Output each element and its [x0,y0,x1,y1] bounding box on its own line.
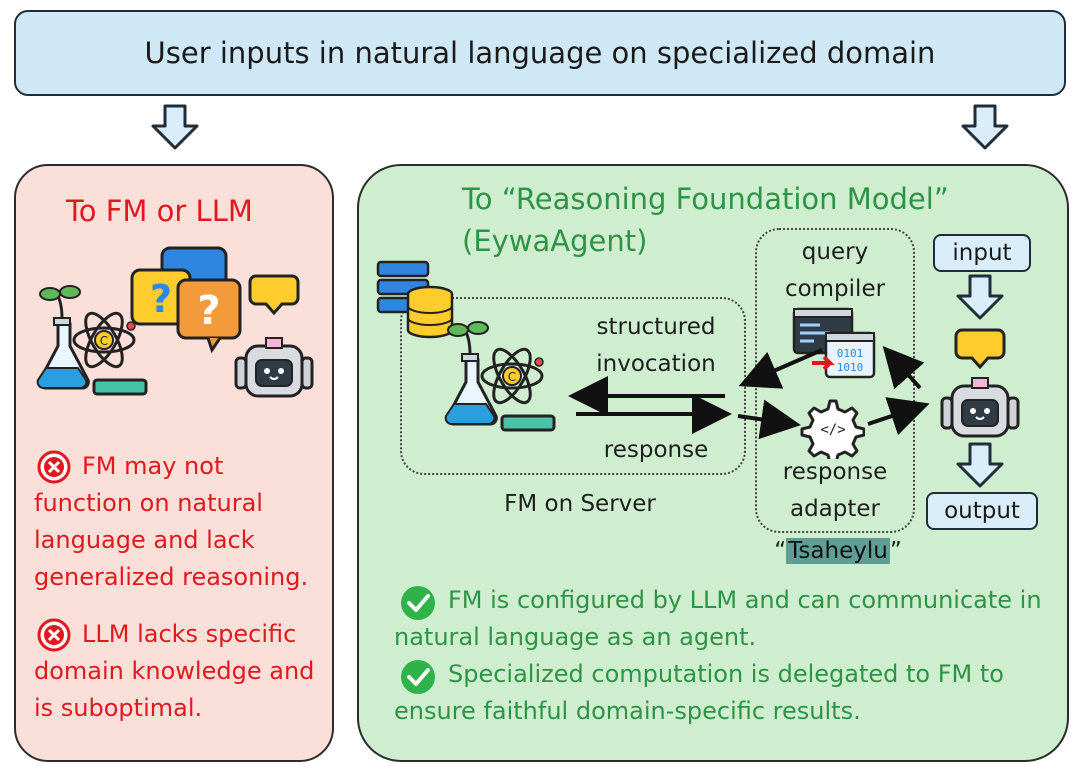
tsaheylu-word: Tsaheylu [786,538,890,564]
svg-text:0101: 0101 [837,347,864,360]
output-box: output [926,492,1038,530]
svg-text:?: ? [197,288,220,334]
input-label: input [952,240,1012,266]
tsaheylu-label: “Tsaheylu” [748,533,928,570]
right-panel-title-1: To “Reasoning Foundation Model” [462,182,949,216]
question-bubbles-icon: ? ? [130,246,242,354]
check-icon [401,586,435,620]
compiler-window-icon: 0101 1010 [792,307,876,379]
quote-open: “ [774,538,787,564]
output-label: output [944,498,1020,524]
fm-on-server-label: FM on Server [504,491,656,517]
left-item-2: LLM lacks specific domain knowledge and … [34,620,315,722]
input-box: input [933,234,1031,272]
server-database-icon [376,260,454,339]
query-compiler-label: query compiler [784,239,886,302]
user-input-banner: User inputs in natural language on speci… [14,10,1066,96]
right-item-1: FM is configured by LLM and can communic… [394,586,1042,651]
fm-server-illustration [376,260,556,432]
left-item-1: FM may not function on natural language … [34,452,309,591]
fm-to-adapter-arrow [737,399,801,440]
left-panel-title: To FM or LLM [66,194,253,228]
fm-llm-illustration: ? ? [36,246,314,398]
response-label: response [603,437,709,463]
right-panel-title-2: (EywaAgent) [462,224,648,258]
check-icon [401,660,435,694]
svg-text:?: ? [150,277,172,321]
right-item-2: Specialized computation is delegated to … [394,660,1004,725]
compiler-to-fm-arrow [738,348,823,389]
cross-icon [37,618,71,652]
cross-icon [37,450,71,484]
response-adapter-label: response adapter [782,459,888,522]
adapter-to-agent-arrow [867,397,930,436]
svg-text:</>: </> [820,422,845,438]
quote-close: ” [889,538,902,564]
banner-title: User inputs in natural language on speci… [144,36,936,70]
agent-to-compiler-arrow [882,346,925,390]
adapter-gear-icon: </> [800,399,865,459]
svg-text:1010: 1010 [837,361,864,374]
structured-invocation-label: structured invocation [596,314,716,377]
